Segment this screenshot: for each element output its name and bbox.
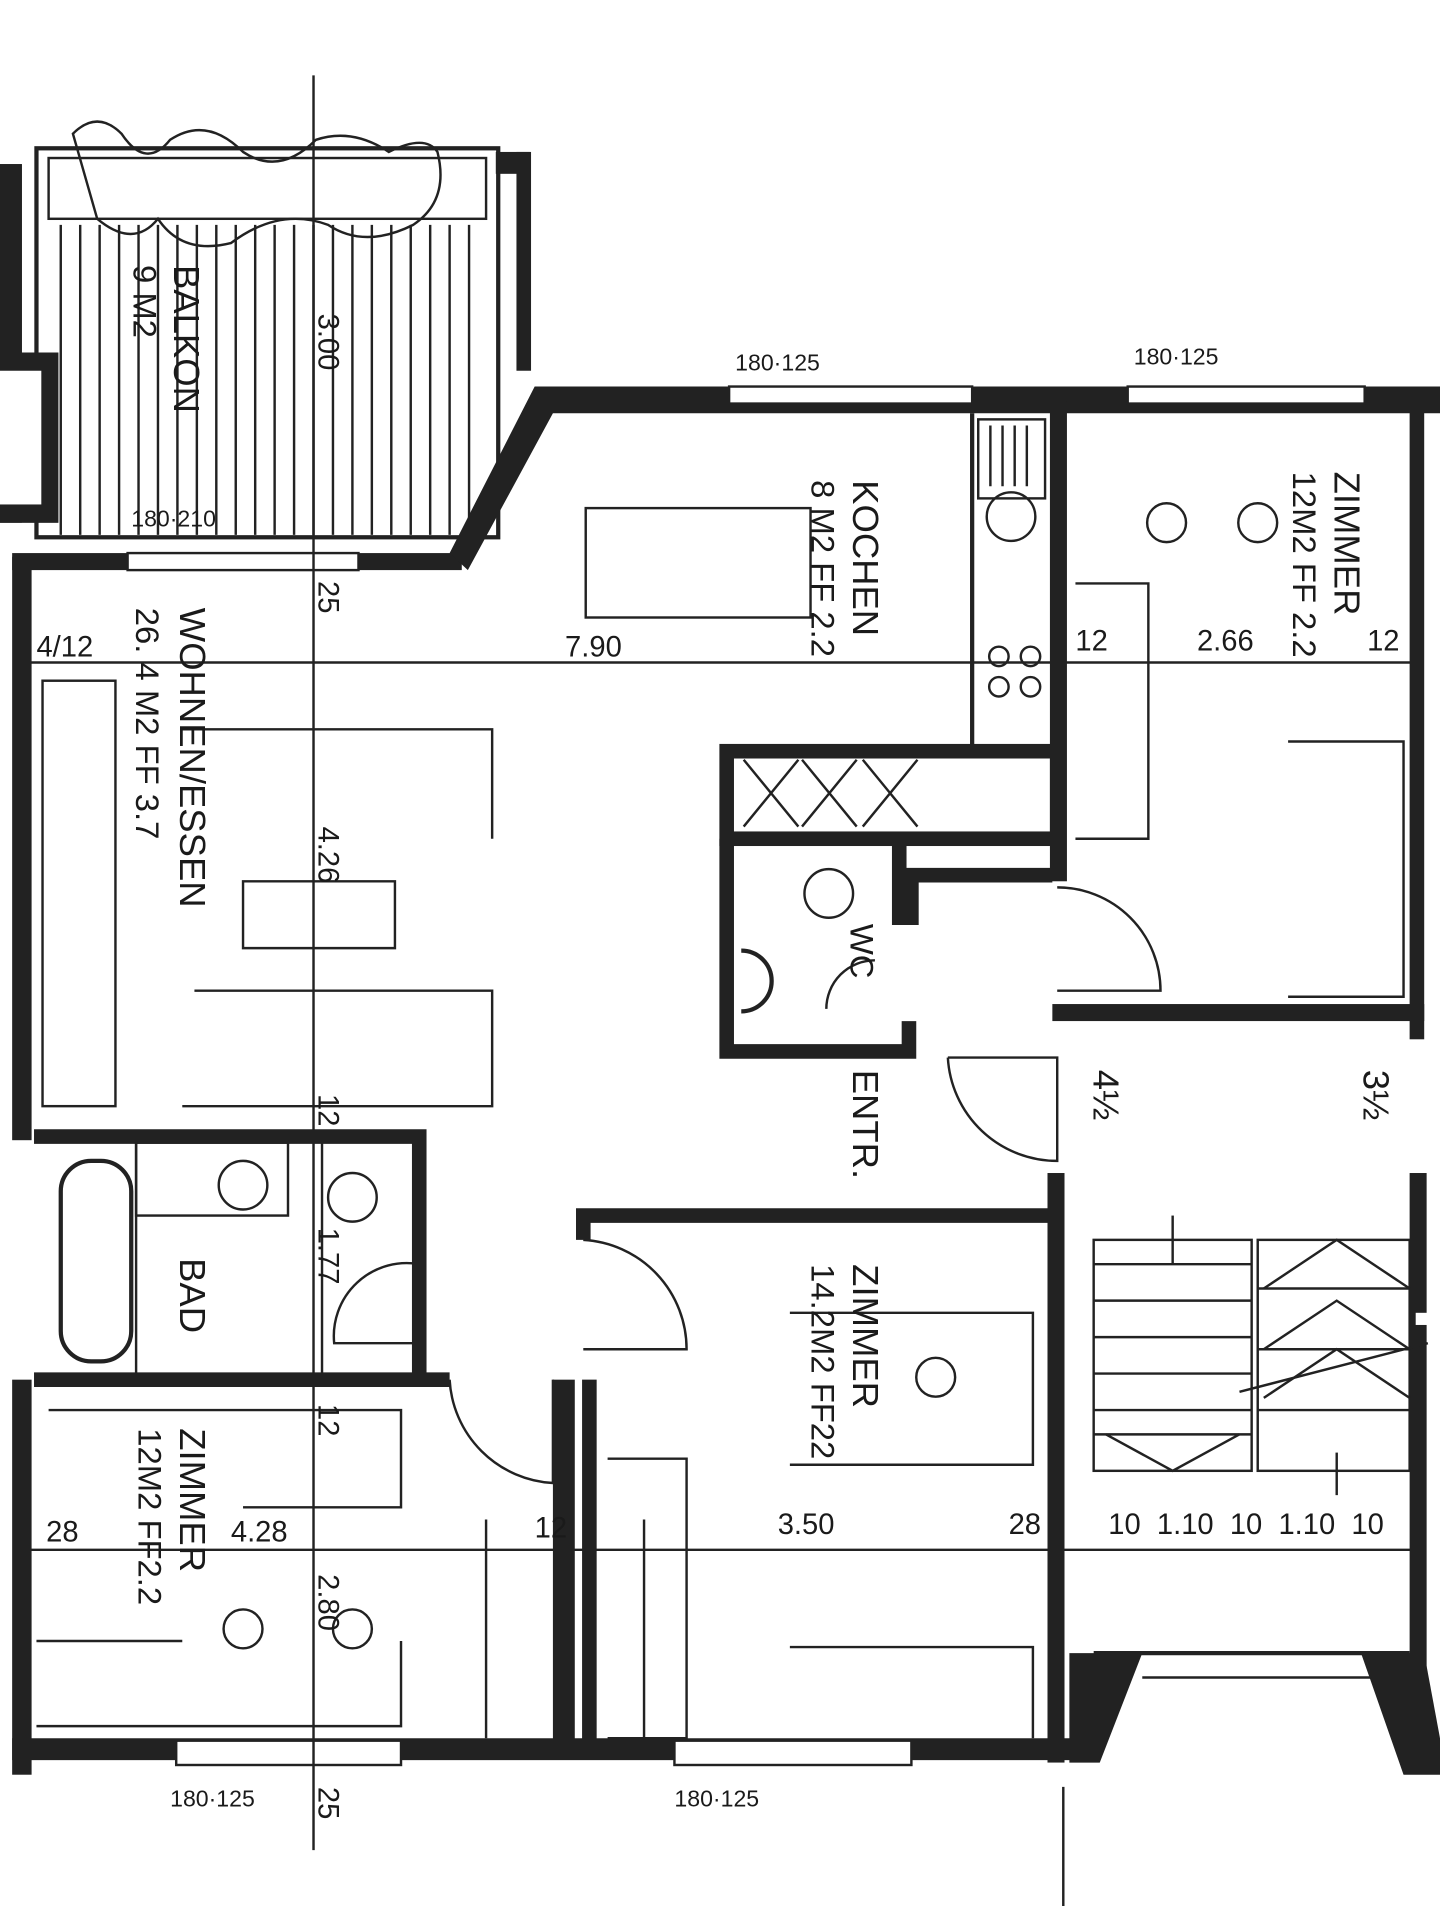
zimmer-s-wall-right: 28 [1009,1509,1041,1541]
wohnen-wall-dim: 12 [311,1094,343,1126]
kochen-area: 8 M2 FF 2.2 [805,480,842,657]
zimmer-s-label: ZIMMER [845,1264,886,1408]
bad-label: BAD [172,1258,213,1333]
zimmer-ne-area: 12M2 FF 2.2 [1286,472,1323,658]
wohnen-width-dim: 7.90 [565,631,622,663]
wc-label: WC [844,924,881,979]
kochen-window: 180·125 [735,350,820,376]
bottom-wall-dim: 25 [311,1787,343,1819]
stair-dims: 10 1.10 10 1.10 10 [1108,1509,1384,1541]
zimmer-ne-wall-left: 12 [1075,625,1107,657]
balkon-label: BALKON [166,265,207,413]
wohnen-depth-dim: 4.26 [311,827,343,884]
zimmer-sw-area: 12M2 FF2.2 [132,1428,169,1605]
apartment-right-label: 3½ [1355,1070,1396,1121]
wohnen-top-dim: 25 [311,581,343,613]
balkon-dim: 3.00 [311,314,343,371]
zimmer-sw-window: 180·125 [170,1785,255,1811]
plants-icon [71,120,442,248]
wohnen-left-dim: 4/12 [36,631,93,663]
balcony [34,120,532,540]
zimmer-ne-wall-right: 12 [1367,625,1399,657]
zimmer-ne-window: 180·125 [1134,344,1219,370]
zimmer-s-window: 180·125 [674,1785,759,1811]
zimmer-ne-label: ZIMMER [1326,472,1367,616]
wohnen-area: 26. 4 M2 FF 3.7 [129,608,166,840]
zimmer-s-wall-left: 12 [535,1513,567,1545]
zimmer-sw-width: 4.28 [231,1516,288,1548]
furniture [36,502,1405,1740]
labels: BALKON 9 M2 3.00 180·210 180·125 180·125… [36,265,1399,1819]
zimmer-ne-width: 2.66 [1197,625,1254,657]
zimmer-s-area: 14.2M2 FF22 [805,1264,842,1459]
kochen-label: KOCHEN [845,480,886,636]
balkon-window: 180·210 [131,505,216,531]
zimmer-sw-left-dim: 28 [46,1516,78,1548]
bad-dim: 1.77 [311,1228,343,1285]
zimmer-sw-depth: 2.80 [311,1574,343,1631]
wohnen-label: WOHNEN/ESSEN [172,608,213,908]
walls [12,385,1440,1906]
apartment-left-label: 4½ [1086,1070,1127,1121]
entrance-label: ENTR. [845,1070,886,1179]
zimmer-sw-wall-dim: 12 [311,1404,343,1436]
balkon-area: 9 M2 [127,265,164,338]
dimension-lines [24,75,1422,1851]
stairs [1092,1215,1429,1496]
zimmer-s-width: 3.50 [778,1509,835,1541]
zimmer-sw-label: ZIMMER [172,1428,213,1572]
